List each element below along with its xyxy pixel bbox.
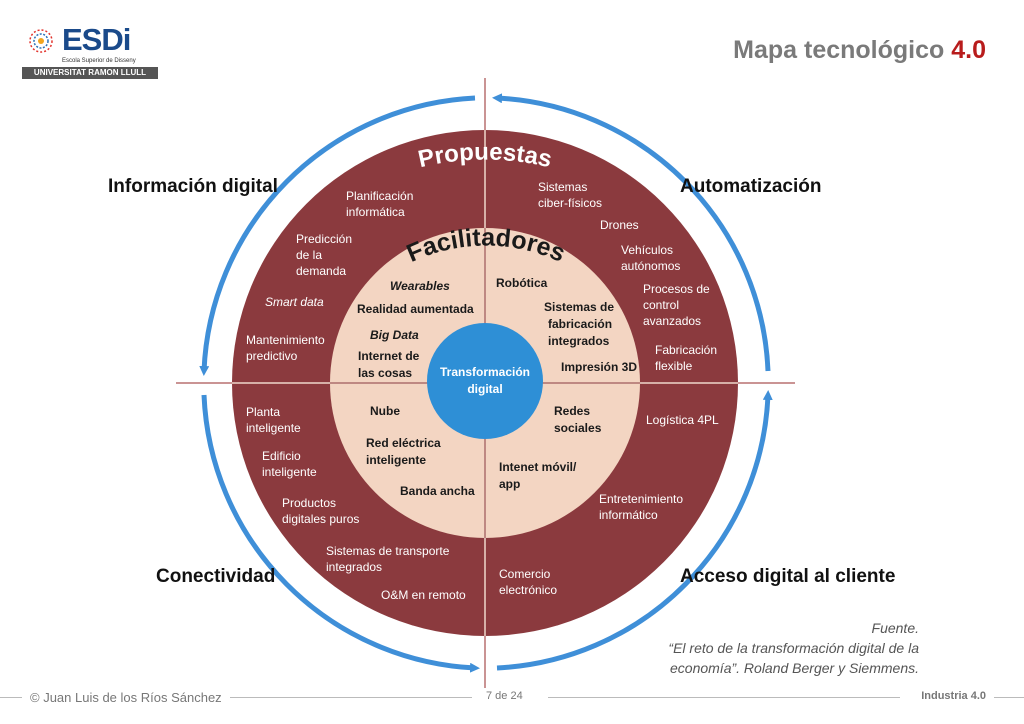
outer-item-sistemas-cf: Sistemas — [538, 180, 587, 194]
logo-university-bar: UNIVERSITAT RAMON LLULL — [22, 67, 158, 79]
inner-item-banda: Banda ancha — [400, 484, 475, 498]
outer-item-sistemas-cf-2: ciber-físicos — [538, 196, 602, 210]
source-line-3: economía”. Roland Berger y Siemmens. — [670, 660, 919, 676]
inner-item-movil: Intenet móvil/ — [499, 460, 577, 474]
inner-item-redes: Redes — [554, 404, 590, 418]
outer-item-comercio: Comercio — [499, 567, 551, 581]
footer-author: © Juan Luis de los Ríos Sánchez — [30, 690, 222, 705]
arrow-bottom-left — [201, 394, 480, 673]
source-line-2: “El reto de la transformación digital de… — [668, 640, 919, 656]
outer-item-entretenimiento-2: informático — [599, 508, 658, 522]
inner-item-nube: Nube — [370, 404, 400, 418]
esdi-logo: ESDi Escola Superior de Disseny UNIVERSI… — [22, 22, 158, 80]
center-label-line1: Transformación — [440, 365, 530, 379]
outer-item-prediccion-2: de la — [296, 248, 322, 262]
footer-line-right — [994, 697, 1024, 698]
inner-item-internet-cosas-2: las cosas — [358, 366, 412, 380]
outer-item-om-remoto: O&M en remoto — [381, 588, 466, 602]
outer-item-planificacion-2: informática — [346, 205, 405, 219]
outer-item-fabricacion-2: flexible — [655, 359, 693, 373]
inner-item-sistemas-fab-3: integrados — [548, 334, 610, 348]
outer-item-edificio-2: inteligente — [262, 465, 317, 479]
outer-item-prediccion: Predicción — [296, 232, 352, 246]
inner-item-realidad: Realidad aumentada — [357, 302, 474, 316]
footer-section: Industria 4.0 — [921, 690, 986, 702]
outer-item-mantenimiento-2: predictivo — [246, 349, 298, 363]
outer-item-vehiculos-2: autónomos — [621, 259, 680, 273]
inner-item-red: Red eléctrica — [366, 436, 441, 450]
outer-item-planificacion: Planificación — [346, 189, 413, 203]
footer-page-number: 7 de 24 — [486, 690, 523, 702]
outer-item-transporte: Sistemas de transporte — [326, 544, 450, 558]
inner-item-sistemas-fab: Sistemas de — [544, 300, 614, 314]
inner-item-robotica: Robótica — [496, 276, 548, 290]
outer-item-productos: Productos — [282, 496, 336, 510]
source-line-1: Fuente. — [871, 620, 919, 636]
outer-item-productos-2: digitales puros — [282, 512, 359, 526]
quadrant-conectividad: Conectividad — [156, 566, 275, 587]
outer-item-procesos-3: avanzados — [643, 314, 701, 328]
outer-item-logistica: Logística 4PL — [646, 413, 719, 427]
footer-line-mid-right — [548, 697, 900, 698]
inner-item-movil-2: app — [499, 477, 520, 491]
outer-item-edificio: Edificio — [262, 449, 301, 463]
center-label-line2: digital — [467, 382, 502, 396]
inner-item-wearables: Wearables — [390, 279, 450, 293]
page-title: Mapa tecnológico 4.0 — [733, 36, 986, 65]
logo-subtitle: Escola Superior de Disseny — [62, 58, 136, 64]
inner-item-big-data: Big Data — [370, 328, 419, 342]
inner-item-impresion: Impresión 3D — [561, 360, 637, 374]
outer-item-comercio-2: electrónico — [499, 583, 557, 597]
outer-item-planta-2: inteligente — [246, 421, 301, 435]
page-title-highlight: 4.0 — [951, 36, 986, 64]
quadrant-acceso-digital: Acceso digital al cliente — [680, 566, 895, 587]
outer-item-procesos: Procesos de — [643, 282, 710, 296]
center-circle — [427, 323, 543, 439]
outer-item-procesos-2: control — [643, 298, 679, 312]
outer-item-vehiculos: Vehículos — [621, 243, 673, 257]
inner-item-red-2: inteligente — [366, 453, 426, 467]
logo-emblem-icon — [29, 29, 53, 53]
quadrant-informacion-digital: Información digital — [108, 176, 278, 197]
logo-brand: ESDi — [62, 22, 131, 57]
outer-item-planta: Planta — [246, 405, 280, 419]
quadrant-automatizacion: Automatización — [680, 176, 821, 197]
outer-item-fabricacion: Fabricación — [655, 343, 717, 357]
arrow-top-right — [492, 93, 771, 372]
source-note: Fuente. “El reto de la transformación di… — [659, 618, 919, 678]
outer-item-drones: Drones — [600, 218, 639, 232]
inner-item-internet-cosas: Internet de — [358, 349, 420, 363]
outer-item-prediccion-3: demanda — [296, 264, 346, 278]
arrow-top-left — [199, 95, 476, 376]
inner-item-redes-2: sociales — [554, 421, 602, 435]
footer-line-left — [0, 697, 22, 698]
footer-line-mid-left — [230, 697, 472, 698]
outer-item-smart-data: Smart data — [265, 295, 324, 309]
outer-item-entretenimiento: Entretenimiento — [599, 492, 683, 506]
arrow-bottom-right — [496, 390, 773, 671]
inner-item-sistemas-fab-2: fabricación — [548, 317, 612, 331]
outer-item-mantenimiento: Mantenimiento — [246, 333, 325, 347]
outer-item-transporte-2: integrados — [326, 560, 382, 574]
page-title-main: Mapa tecnológico — [733, 36, 952, 64]
